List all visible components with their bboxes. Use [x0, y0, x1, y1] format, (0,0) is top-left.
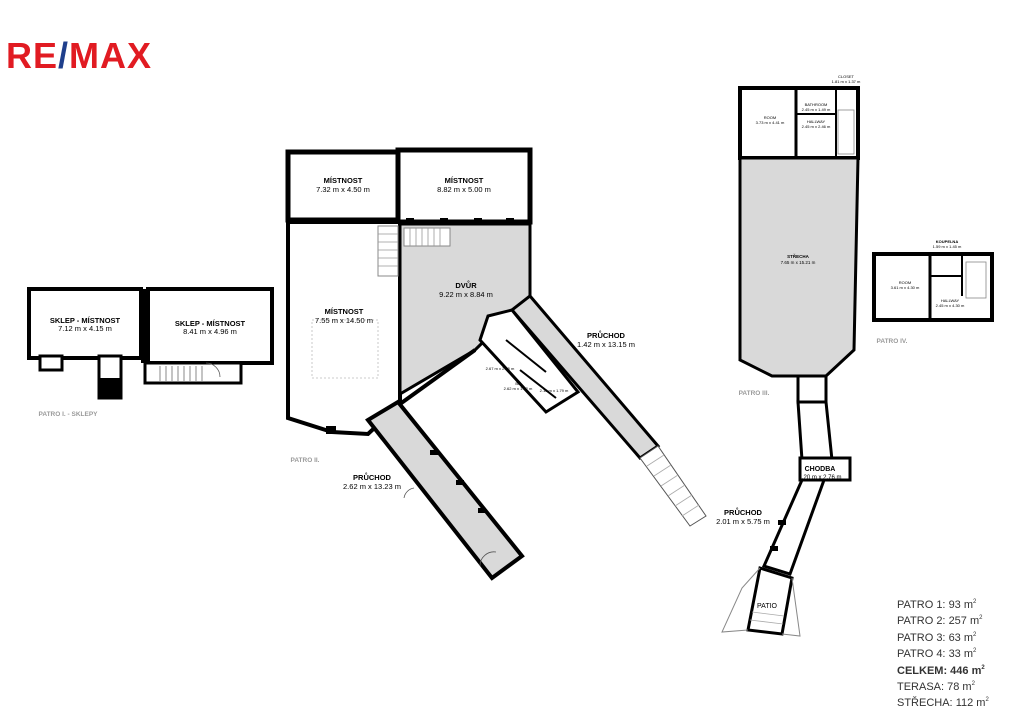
small-room-dims: 2.18 m x 1.79 m: [540, 388, 569, 393]
summary-label: STŘECHA:: [897, 697, 953, 710]
room-dims: 7.55 m x 14.50 m: [315, 316, 373, 325]
room-dims: 3.20 m x 2.76 m: [798, 475, 841, 481]
summary-total-row: CELKEM: 446 m2: [897, 662, 989, 678]
summary-unit-sup: 2: [973, 648, 977, 655]
room-name: MÍSTNOST: [445, 176, 484, 185]
floor-label: PATRO IV.: [877, 338, 908, 345]
summary-value: 78 m: [947, 681, 972, 694]
floor-1-plan: [27, 287, 274, 400]
small-room-name: KOUPELNA: [936, 239, 959, 244]
small-room-dims: 2.45 m x 1.49 m: [802, 107, 831, 112]
summary-label: PATRO 4:: [897, 648, 946, 661]
room-dims: 9.22 m x 8.84 m: [439, 290, 493, 299]
room-name: DVŮR: [455, 280, 477, 290]
summary-label: TERASA:: [897, 681, 945, 694]
summary-value: 112 m: [955, 697, 986, 710]
room-dims: 7.32 m x 4.50 m: [316, 185, 370, 194]
small-room-name: BA: [515, 381, 521, 386]
summary-row: PATRO 3: 63 m2: [897, 629, 989, 645]
room-name: CHODBA: [805, 466, 836, 473]
summary-row: PATRO 2: 257 m2: [897, 612, 989, 628]
summary-label: PATRO 1:: [897, 599, 946, 611]
small-room-dims: 2.45 m x 4.30 m: [936, 303, 965, 308]
small-room-dims: 1.59 m x 1.45 m: [933, 244, 962, 249]
room-name: MÍSTNOST: [324, 176, 363, 185]
floor-3-plan: [721, 86, 860, 637]
summary-unit-sup: 2: [973, 599, 977, 605]
small-room-dims: 2.45 m x 2.46 m: [802, 124, 831, 129]
room-dims: 2.62 m x 13.23 m: [343, 482, 401, 491]
room-dims: 1.42 m x 13.15 m: [577, 340, 635, 349]
summary-label: PATRO 3:: [897, 631, 946, 644]
room-name: PATIO: [757, 603, 778, 610]
floor-2-plan: [285, 147, 707, 581]
room-dims: 8.41 m x 4.96 m: [183, 327, 237, 336]
summary-row: STŘECHA: 112 m2: [897, 694, 989, 710]
room-name: SKLEP - MÍSTNOST: [50, 316, 121, 325]
room-dims: 8.82 m x 5.00 m: [437, 185, 491, 194]
room-name: PRŮCHOD: [353, 472, 392, 482]
logo-slash: /: [58, 35, 70, 76]
summary-label: PATRO 2:: [897, 615, 946, 628]
room-name: PRŮCHOD: [724, 507, 763, 517]
logo-text-re: RE: [6, 35, 59, 76]
small-room-name: CLOSET: [838, 74, 855, 79]
small-room-dims: 3.73 m x 4.41 m: [756, 120, 785, 125]
small-room-name: BATHROOM: [805, 102, 828, 107]
summary-unit-sup: 2: [973, 631, 977, 638]
room-dims: 7.65 m x 15.21 m: [781, 260, 816, 265]
small-room-name: HALLWAY: [807, 119, 826, 124]
area-summary: PATRO 1: 93 m2 PATRO 2: 257 m2 PATRO 3: …: [897, 596, 989, 711]
summary-unit-sup: 2: [981, 664, 985, 671]
summary-value: 257 m: [948, 615, 980, 628]
small-room-dims: 2.67 m x 2.35 m: [486, 366, 515, 371]
room-name: STŘECHA: [787, 252, 810, 259]
summary-label: CELKEM:: [897, 664, 948, 677]
room-name: MÍSTNOST: [325, 307, 364, 316]
room-name: SKLEP - MÍSTNOST: [175, 319, 246, 328]
logo-text-max: MAX: [69, 35, 153, 76]
summary-row: PATRO 1: 93 m2: [897, 596, 989, 612]
summary-unit-sup: 2: [979, 615, 983, 622]
small-room-name: ROOM: [899, 280, 911, 285]
room-dims: 7.12 m x 4.15 m: [58, 324, 112, 333]
room-name: PRŮCHOD: [587, 330, 626, 340]
summary-unit-sup: 2: [985, 697, 989, 704]
summary-unit-sup: 2: [971, 681, 975, 688]
small-room-name: ROOM: [764, 115, 776, 120]
small-room-dims: 1.81 m x 1.37 m: [832, 79, 861, 84]
room-dims: 2.01 m x 5.75 m: [716, 517, 770, 526]
floor-label: PATRO I. - SKLEPY: [39, 411, 99, 418]
summary-row: PATRO 4: 33 m2: [897, 645, 989, 661]
small-room-dims: 2.62 m x 1.42 m: [504, 386, 533, 391]
small-room-name: HALLWAY: [941, 298, 960, 303]
summary-value: 63 m: [948, 631, 974, 644]
floor-label: PATRO III.: [739, 390, 770, 397]
small-room-dims: 3.61 m x 4.30 m: [891, 285, 920, 290]
summary-row: TERASA: 78 m2: [897, 678, 989, 694]
summary-value: 33 m: [948, 648, 974, 661]
floor-label: PATRO II.: [290, 457, 319, 464]
summary-value: 446 m: [950, 664, 982, 677]
summary-value: 93 m: [948, 599, 974, 611]
floor-4-plan: [872, 252, 994, 322]
remax-logo: RE/MAX: [6, 38, 152, 74]
